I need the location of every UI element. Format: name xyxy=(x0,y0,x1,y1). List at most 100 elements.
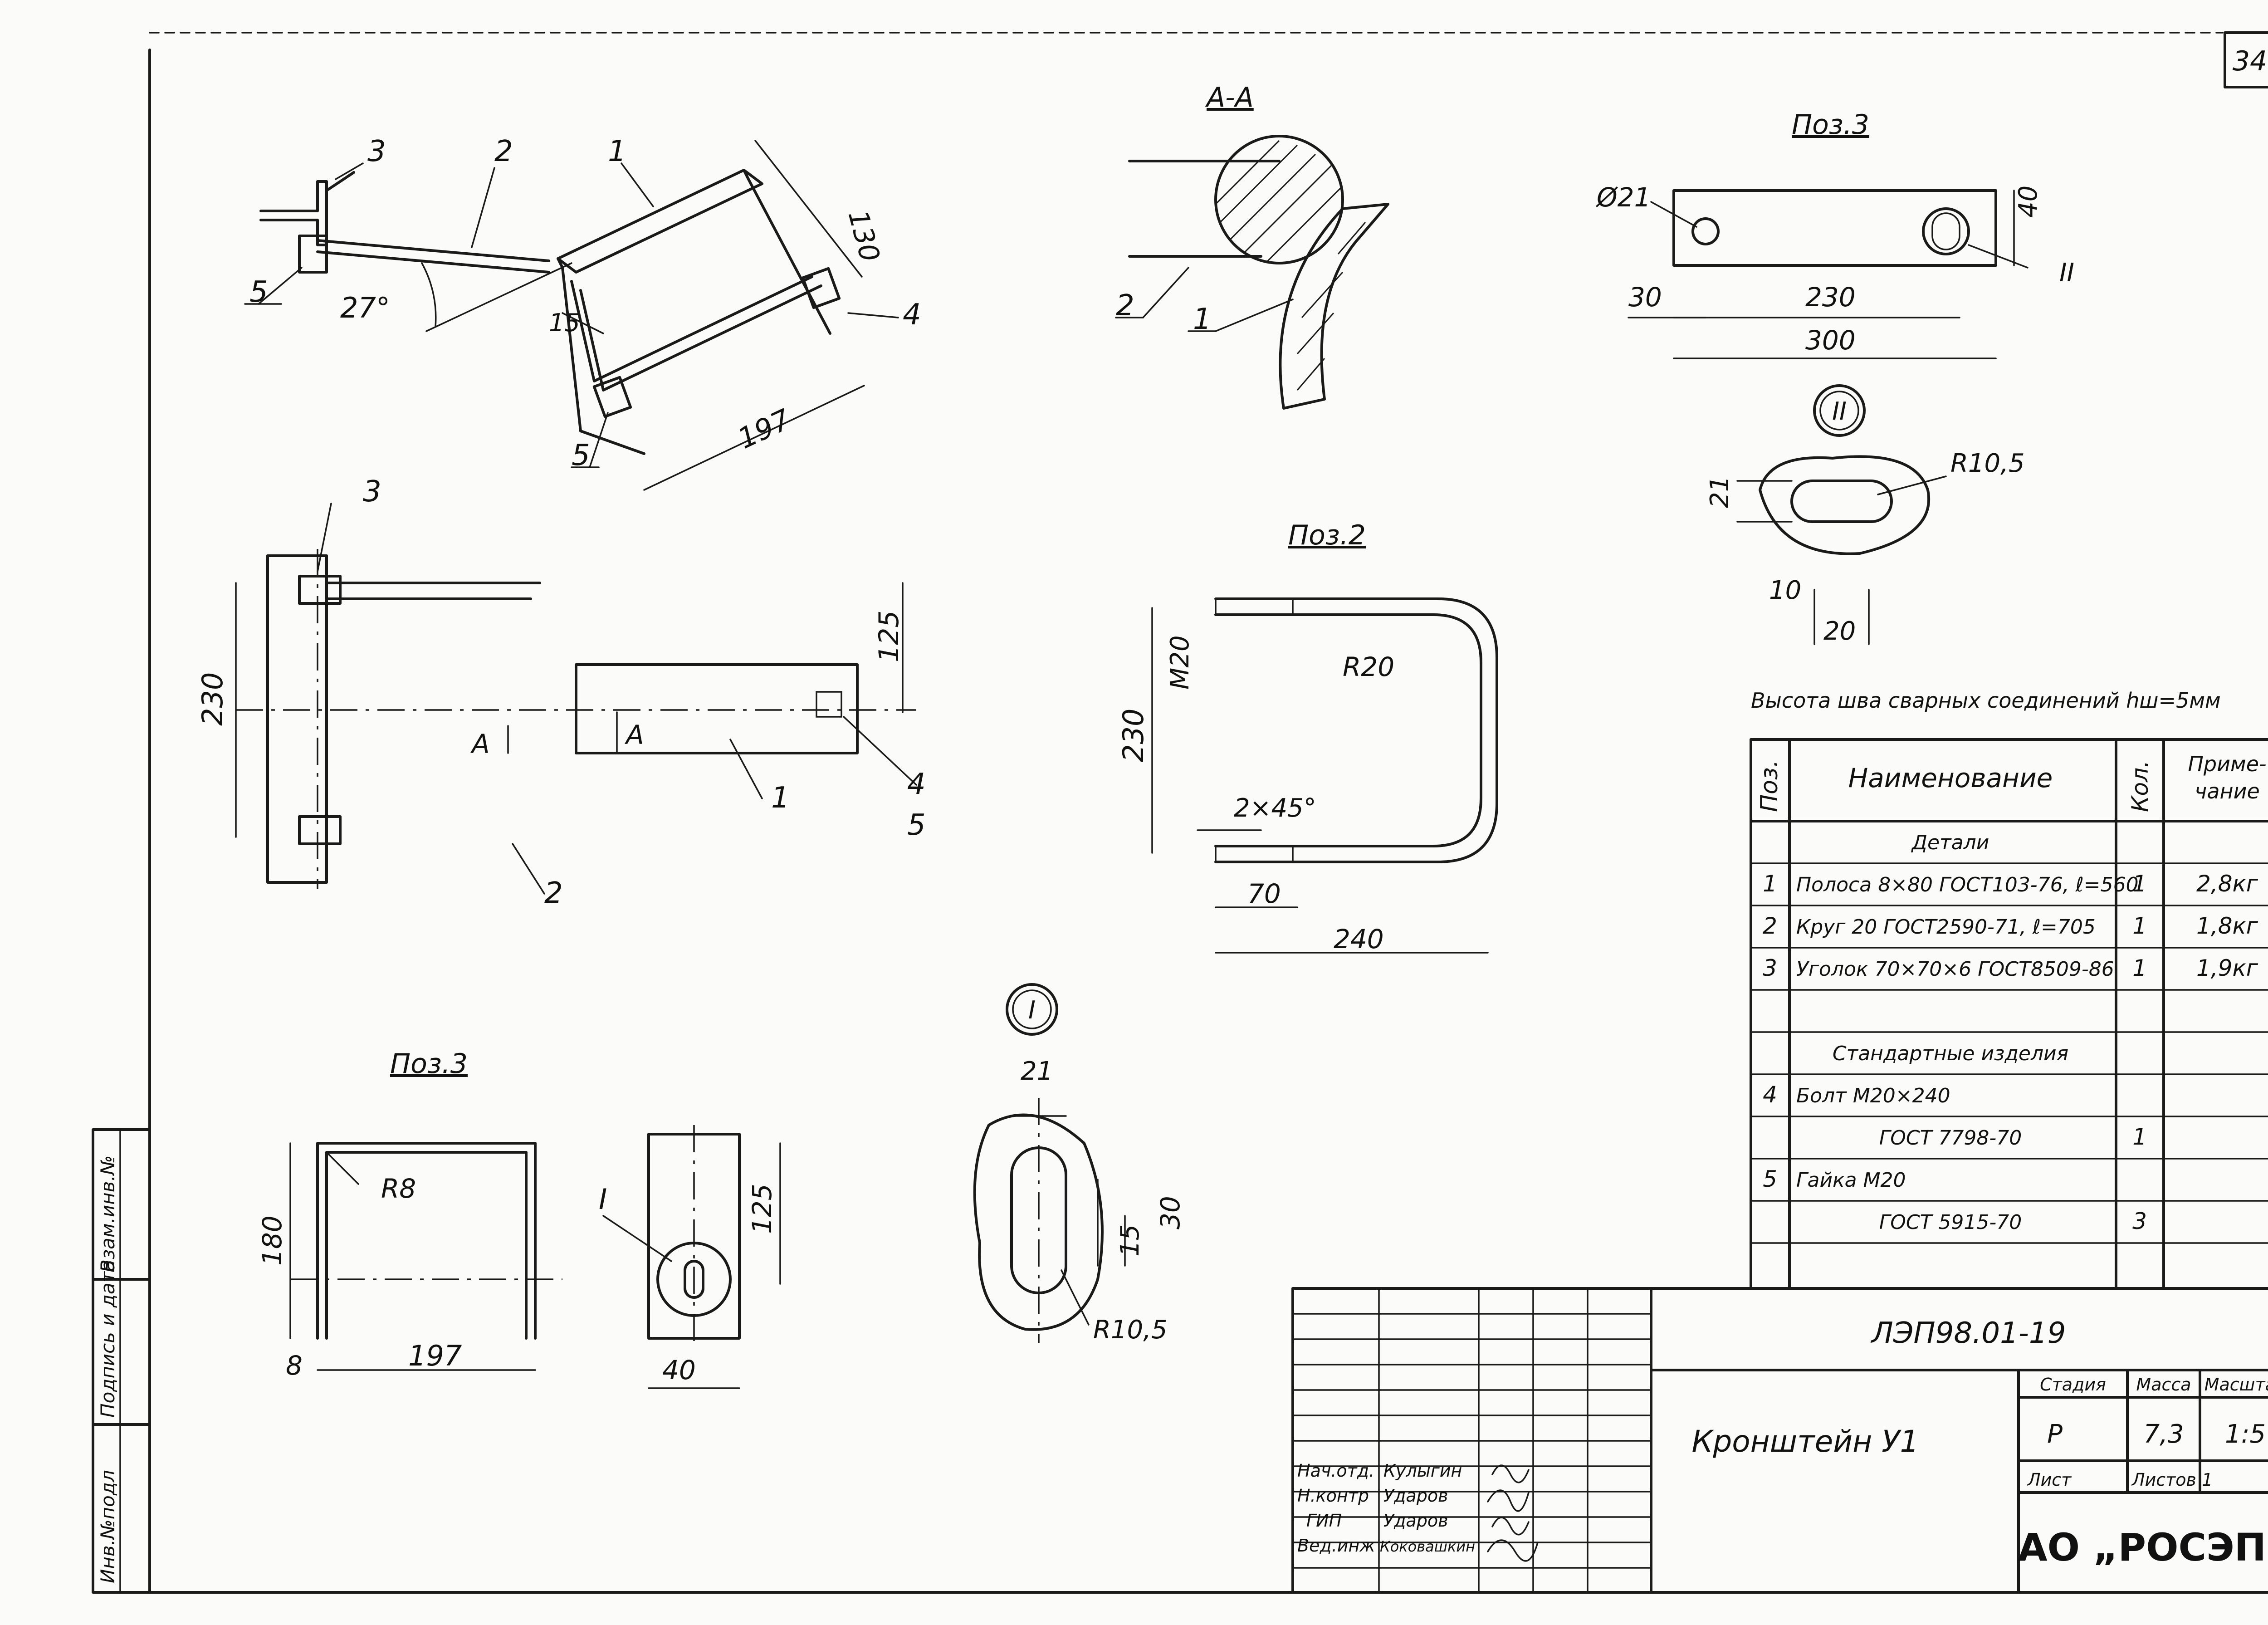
pos3-top-view: Поз.3 Ø21 40 30 230 300 II xyxy=(1596,109,2074,359)
plan-cut-a-right: А xyxy=(624,720,644,750)
view-I-label: I xyxy=(1028,996,1036,1024)
spec-cell-name: Круг 20 ГОСТ2590-71, ℓ=705 xyxy=(1796,915,2096,939)
section-leader-1: 1 xyxy=(1193,303,1212,336)
plan-dim-125: 125 xyxy=(873,610,905,662)
plan-leader-4: 4 xyxy=(907,768,926,801)
doc-code: ЛЭП98.01-19 xyxy=(1871,1317,2066,1350)
spec-cell-pos: 1 xyxy=(1763,871,1777,897)
pos3-top-title: Поз.3 xyxy=(1792,109,1869,141)
title-block: ЛЭП98.01-19 Кронштейн У1 Стадия Масса Ма… xyxy=(1291,1287,2268,1594)
isometric-view: 130 27° 15 197 3 2 1 5 4 5 xyxy=(244,135,921,491)
spec-cell-name: Уголок 70×70×6 ГОСТ8509-86 xyxy=(1796,958,2114,981)
view-II-dim-10: 10 xyxy=(1769,576,1801,605)
pos3-top-dim-30: 30 xyxy=(1628,282,1662,313)
pos3-bottom-ref-I: I xyxy=(599,1183,607,1216)
pos3-bottom-dim-40: 40 xyxy=(662,1355,696,1385)
pos3-top-dim-d21: Ø21 xyxy=(1596,182,1651,213)
scale-label: Масштаб xyxy=(2204,1375,2268,1395)
margin-sign-label: Подпись и дата xyxy=(97,1260,119,1418)
mass-value: 7,3 xyxy=(2143,1419,2184,1449)
spec-cell-pos: 3 xyxy=(1763,955,1777,981)
iso-dim-27deg: 27° xyxy=(340,291,390,324)
sheet-label: Лист xyxy=(2027,1470,2072,1490)
pos3-bottom-dim-125: 125 xyxy=(747,1184,777,1234)
section-a-a: А-А 2 1 xyxy=(1115,82,1389,410)
margin-stamp: Инв.№подл Подпись и дата Взам.инв.№ xyxy=(92,1128,151,1594)
section-leader-2: 2 xyxy=(1116,289,1134,323)
plan-leader-2: 2 xyxy=(544,876,563,910)
sig-role-0: Нач.отд. xyxy=(1297,1461,1374,1481)
spec-header-note-1: Приме- xyxy=(2188,752,2266,776)
spec-cell-name: Гайка М20 xyxy=(1796,1169,1906,1192)
sig-name-0: Кулыгин xyxy=(1383,1461,1462,1481)
spec-cell-qty: 1 xyxy=(2132,955,2147,981)
drawing-name: Кронштейн У1 xyxy=(1692,1424,1919,1459)
spec-cell-name: Стандартные изделия xyxy=(1833,1042,2068,1065)
view-I-dim-15: 15 xyxy=(1115,1224,1145,1257)
view-I-dim-21: 21 xyxy=(1021,1057,1053,1086)
spec-cell-name: Детали xyxy=(1911,831,1989,854)
spec-cell-pos: 4 xyxy=(1763,1082,1777,1108)
pos3-bottom-view: Поз.3 R8 180 8 197 125 40 I xyxy=(257,1048,781,1389)
pos3-top-dim-40: 40 xyxy=(2014,186,2043,218)
pos3-bottom-dim-197: 197 xyxy=(408,1339,462,1372)
sig-name-2: Ударов xyxy=(1383,1511,1448,1531)
spec-cell-name: Полоса 8×80 ГОСТ103-76, ℓ=560 xyxy=(1796,873,2139,896)
iso-leader-1: 1 xyxy=(608,135,626,168)
pos3-top-ref-II: II xyxy=(2059,258,2074,288)
sheets-label: Листов 1 xyxy=(2131,1470,2213,1490)
section-title: А-А xyxy=(1205,82,1254,113)
sig-name-3: Коковашкин xyxy=(1380,1538,1475,1555)
iso-leader-5a: 5 xyxy=(249,275,268,309)
iso-leader-4: 4 xyxy=(903,298,921,332)
pos2-dim-240: 240 xyxy=(1334,924,1384,954)
spec-cell-qty: 1 xyxy=(2132,1124,2147,1150)
spec-header-note-2: чание xyxy=(2195,779,2260,803)
spec-header-name: Наименование xyxy=(1848,763,2053,793)
spec-cell-note: 1,9кг xyxy=(2196,955,2258,981)
iso-dim-197: 197 xyxy=(733,402,795,455)
plan-dim-230: 230 xyxy=(196,672,229,726)
sig-role-3: Вед.инж xyxy=(1297,1536,1375,1556)
spec-cell-name: Болт М20×240 xyxy=(1796,1084,1950,1107)
view-II-dim-r105: R10,5 xyxy=(1950,449,2025,478)
weld-note: Высота шва сварных соединений hш=5мм xyxy=(1751,688,2221,713)
view-II-dim-20: 20 xyxy=(1823,617,1856,646)
plan-leader-5: 5 xyxy=(907,808,926,842)
signature-scribble-3 xyxy=(1487,1539,1539,1562)
view-I-dim-30: 30 xyxy=(1155,1196,1186,1229)
margin-replace-label: Взам.инв.№ xyxy=(97,1155,119,1273)
pos3-bottom-dim-180: 180 xyxy=(257,1215,288,1266)
spec-cell-qty: 3 xyxy=(2132,1208,2147,1234)
pos2-dim-chamfer: 2×45° xyxy=(1234,793,1316,823)
pos2-dim-70: 70 xyxy=(1247,878,1281,909)
view-II-label: II xyxy=(1832,397,1847,426)
iso-dim-15: 15 xyxy=(549,308,580,337)
pos3-top-dim-230: 230 xyxy=(1805,282,1856,313)
spec-cell-name: ГОСТ 7798-70 xyxy=(1879,1126,2022,1150)
view-II-detail: II R10,5 21 10 20 xyxy=(1705,384,2025,646)
plan-cut-a-left: А xyxy=(470,729,490,759)
stage-value: Р xyxy=(2047,1419,2063,1449)
spec-cell-note: 1,8кг xyxy=(2196,913,2258,939)
signature-scribble-0 xyxy=(1491,1464,1530,1483)
spec-cell-name: ГОСТ 5915-70 xyxy=(1879,1211,2022,1234)
sig-role-2: ГИП xyxy=(1306,1511,1342,1531)
spec-cell-pos: 2 xyxy=(1763,913,1777,939)
pos3-bottom-title: Поз.3 xyxy=(390,1048,468,1080)
specification-table: Высота шва сварных соединений hш=5мм Дет… xyxy=(1750,688,2268,1290)
signature-scribble-1 xyxy=(1487,1489,1530,1512)
pos3-bottom-dim-r8: R8 xyxy=(381,1173,416,1204)
pos2-dim-m20: М20 xyxy=(1165,635,1195,690)
company-name: АО „РОСЭП” xyxy=(2018,1525,2268,1570)
iso-leader-3: 3 xyxy=(367,135,386,168)
sheet-number: 34 xyxy=(2233,45,2267,77)
plan-leader-3: 3 xyxy=(363,475,381,509)
spec-cell-qty: 1 xyxy=(2132,913,2147,939)
spec-cell-pos: 5 xyxy=(1763,1166,1777,1192)
pos3-bottom-dim-8: 8 xyxy=(286,1350,303,1381)
iso-leader-5b: 5 xyxy=(572,439,590,472)
sig-name-1: Ударов xyxy=(1383,1486,1448,1506)
